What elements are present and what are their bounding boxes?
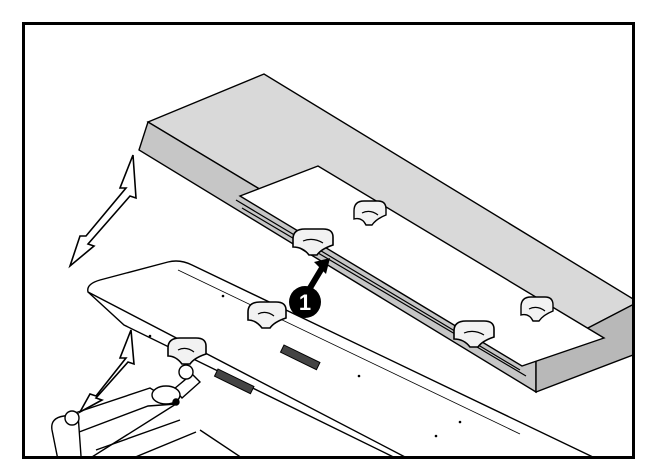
figure-border — [22, 22, 635, 459]
bracket-frame — [51, 364, 241, 456]
clip-icon — [292, 228, 334, 256]
callout-arrow — [307, 258, 330, 290]
clip-icon — [353, 200, 387, 226]
callout-marker — [289, 286, 321, 318]
cover-window — [238, 165, 606, 367]
callout-1: 1 — [289, 286, 321, 318]
base-edge — [87, 291, 394, 456]
cover-side-face — [535, 304, 632, 394]
callout-label: 1 — [299, 290, 311, 315]
clip-icon — [167, 337, 207, 365]
cover-panel — [138, 73, 632, 394]
clip-icon — [453, 320, 495, 348]
double-arrow-lower — [77, 329, 135, 415]
base-panel — [87, 260, 593, 456]
clip-icon — [520, 296, 554, 322]
double-arrow-upper — [68, 154, 137, 269]
clip-icon — [247, 301, 287, 329]
